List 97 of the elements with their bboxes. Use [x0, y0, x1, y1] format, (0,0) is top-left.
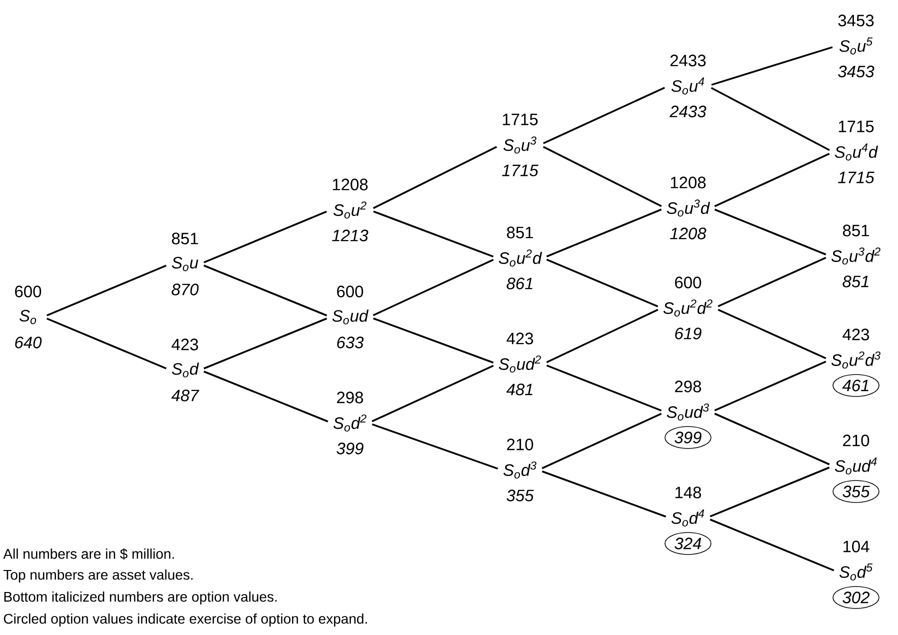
option-value: 619 — [675, 328, 702, 340]
asset-value: 1208 — [332, 178, 368, 190]
branch-line — [546, 308, 658, 364]
option-value: 1715 — [838, 172, 874, 184]
branch-line — [373, 210, 494, 258]
branch-line — [710, 466, 830, 518]
asset-value: 210 — [507, 438, 534, 450]
option-value: 3453 — [838, 66, 874, 78]
note: Top numbers are asset values. — [4, 569, 193, 583]
option-value: 2433 — [670, 106, 706, 118]
option-value: 633 — [337, 336, 364, 348]
asset-value: 851 — [842, 224, 869, 236]
branch-line — [546, 364, 662, 412]
asset-value: 600 — [675, 276, 702, 288]
node-label: S$_{o}$u$^{2}$d$^{3}$ — [831, 351, 880, 369]
option-value: 851 — [842, 276, 868, 288]
node-label: S$_{o}$u$^{2}$ — [333, 201, 366, 219]
branch-line — [204, 370, 328, 422]
asset-value: 298 — [337, 392, 364, 404]
asset-value: 600 — [337, 286, 364, 298]
branch-line — [372, 423, 498, 470]
node-label: S$_{o}$d$^{5}$ — [839, 564, 873, 580]
asset-value: 600 — [15, 286, 42, 298]
option-value: 1208 — [670, 228, 706, 240]
node-label: S$_{o}$u$^{2}$d — [498, 249, 542, 267]
branch-line — [543, 86, 665, 144]
branch-line — [46, 318, 166, 370]
node-label: S$_{o}$u$^{2}$d$^{2}$ — [663, 299, 712, 317]
asset-value: 423 — [506, 332, 534, 344]
branch-line — [542, 412, 662, 470]
node-label: S$_{o}$d$^{2}$ — [333, 414, 366, 432]
branch-line — [372, 258, 494, 316]
branch-line — [372, 318, 494, 364]
node-label: S$_{o}$u$^{3}$d — [666, 199, 710, 217]
asset-value: 148 — [676, 486, 702, 498]
asset-value: 210 — [843, 434, 870, 446]
circled-option-value: 355 — [832, 480, 880, 503]
circled-option-value: 302 — [832, 586, 880, 609]
option-value: 481 — [506, 384, 532, 396]
branch-line — [542, 146, 662, 207]
branch-line — [204, 210, 327, 264]
branch-line — [542, 470, 666, 518]
option-value: 870 — [172, 284, 199, 296]
branch-line — [372, 364, 494, 422]
node-label: S$_{o}$u$^{3}$d$^{2}$ — [831, 247, 880, 265]
circled-option-value: 324 — [664, 532, 712, 555]
branch-line — [372, 146, 498, 210]
option-value: 487 — [171, 390, 200, 402]
branch-line — [46, 264, 166, 316]
option-value: 640 — [15, 336, 42, 348]
asset-value: 2433 — [670, 54, 706, 66]
asset-value: 104 — [843, 540, 870, 552]
asset-value: 851 — [172, 232, 198, 244]
note: All numbers are in $ million. — [3, 548, 174, 560]
branch-line — [546, 208, 662, 258]
node-label: S$_{o}$ud$^{2}$ — [498, 355, 541, 373]
node-label: S$_{o}$u$^{4}$ — [671, 78, 704, 94]
asset-value: 1715 — [502, 114, 538, 126]
node-label: S$_{o}$ — [20, 310, 36, 324]
node-label: S$_{o}$u$^{4}$d — [834, 144, 878, 160]
node-label: S$_{o}$u — [172, 256, 198, 272]
option-value: 399 — [336, 442, 364, 454]
note: Circled option values indicate exercise of option to expand. — [4, 613, 367, 627]
branch-line — [714, 412, 830, 466]
branch-line — [718, 256, 826, 308]
asset-value: 423 — [172, 338, 198, 350]
branch-line — [710, 518, 834, 572]
asset-value: 851 — [506, 226, 533, 238]
asset-value: 298 — [675, 380, 702, 392]
branch-line — [714, 152, 830, 208]
asset-value: 423 — [842, 328, 870, 340]
node-label: S$_{o}$d — [172, 362, 199, 378]
node-label: S$_{o}$ud — [332, 310, 369, 324]
node-label: S$_{o}$ud$^{3}$ — [666, 403, 709, 421]
branch-line — [710, 87, 830, 151]
branch-line — [204, 318, 328, 370]
branch-line — [204, 264, 328, 316]
asset-value: 1208 — [670, 176, 706, 188]
branch-line — [718, 308, 826, 360]
option-value: 861 — [506, 278, 532, 290]
node-label: S$_{o}$ud$^{4}$ — [834, 458, 877, 474]
node-label: S$_{o}$u$^{5}$ — [839, 38, 873, 54]
branch-line — [714, 360, 826, 412]
asset-value: 3453 — [838, 14, 874, 26]
asset-value: 1715 — [838, 120, 874, 132]
node-label: S$_{o}$d$^{4}$ — [671, 510, 704, 526]
option-value: 1715 — [502, 164, 538, 176]
circled-option-value: 461 — [832, 374, 880, 397]
node-label: S$_{o}$u$^{3}$ — [503, 136, 536, 154]
option-value: 355 — [506, 490, 534, 502]
option-value: 1213 — [332, 230, 368, 242]
branch-line — [546, 258, 658, 308]
branch-line — [711, 46, 833, 86]
node-label: S$_{o}$d$^{3}$ — [503, 461, 536, 478]
branch-line — [714, 208, 826, 256]
circled-option-value: 399 — [664, 426, 712, 449]
note: Bottom italicized numbers are option values. — [4, 591, 277, 605]
